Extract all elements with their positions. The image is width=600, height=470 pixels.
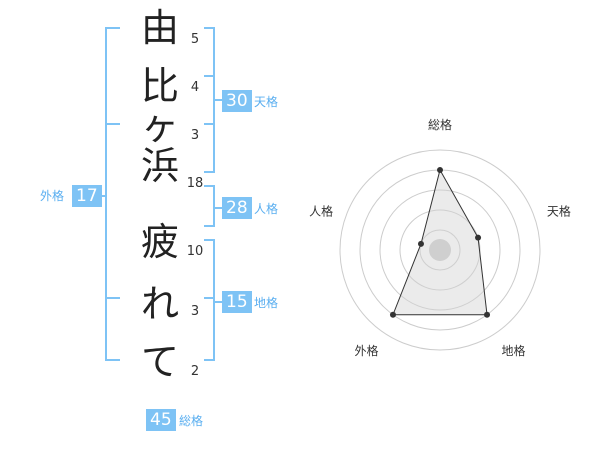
- radar-axis-label-2: 天格: [547, 203, 571, 218]
- soukaku-value: 45: [146, 409, 176, 431]
- radar-axis-label-5: 人格: [309, 203, 333, 218]
- stroke-count-3: 3: [190, 128, 200, 143]
- stroke-count-2: 4: [190, 80, 200, 95]
- stroke-count-7: 2: [190, 364, 200, 379]
- jinkaku-label: 人格: [254, 202, 279, 216]
- radar-axis-label-3: 地格: [501, 343, 525, 358]
- name-char-7: て: [140, 340, 179, 384]
- radar-axis-label-4: 外格: [355, 343, 379, 358]
- radar-point-5: [417, 240, 424, 247]
- radar-point-3: [484, 311, 491, 318]
- chikaku-bracket: [204, 239, 215, 361]
- name-char-3: ヶ: [140, 104, 179, 148]
- name-char-5: 疲: [140, 220, 179, 264]
- gaikaku-value: 17: [72, 185, 102, 207]
- radar-series-area: [392, 168, 488, 316]
- chikaku-label: 地格: [254, 296, 279, 310]
- jinkaku-bracket: [204, 185, 215, 227]
- name-char-1: 由: [140, 6, 179, 50]
- radar-axis-label-1: 総格: [428, 117, 452, 132]
- radar-center: [429, 239, 451, 261]
- stroke-count-5: 10: [186, 244, 204, 259]
- chikaku-value: 15: [222, 291, 252, 313]
- radar-ring-3: [379, 189, 501, 311]
- outer-bracket: [105, 27, 120, 361]
- radar-point-4: [389, 311, 396, 318]
- name-char-2: 比: [140, 64, 179, 108]
- stroke-count-1: 5: [190, 32, 200, 47]
- tenkaku-label: 天格: [254, 95, 279, 109]
- name-char-6: れ: [140, 282, 179, 326]
- radar-ring-2: [399, 209, 481, 291]
- stroke-count-4: 18: [186, 176, 204, 191]
- radar-ring-1: [419, 229, 461, 271]
- name-char-4: 浜: [140, 144, 179, 188]
- radar-point-1: [437, 167, 443, 173]
- tenkaku-value: 30: [222, 90, 252, 112]
- jinkaku-value: 28: [222, 197, 252, 219]
- stroke-count-6: 3: [190, 304, 200, 319]
- soukaku-label: 総格: [179, 414, 204, 428]
- gaikaku-label: 外格: [40, 189, 65, 203]
- radar-point-2: [475, 234, 482, 241]
